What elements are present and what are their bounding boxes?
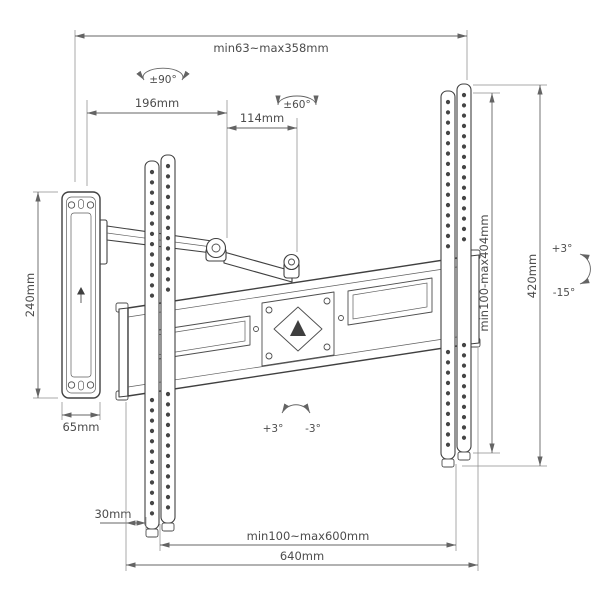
rail-foot	[441, 458, 455, 468]
level-angle-indicator: +3° -3°	[263, 403, 321, 435]
swing-arrow-icon	[281, 403, 311, 414]
beam-center-plate	[261, 291, 335, 367]
beam-slot-right	[347, 277, 433, 326]
rail-foot	[145, 528, 159, 538]
label-arm-lower: 114mm	[240, 111, 284, 125]
arm-elbow-pivot	[205, 237, 227, 259]
label-swing-plus: +3°	[263, 423, 284, 435]
tilt-arrow-icon	[579, 253, 591, 285]
arm-forearm-segment	[223, 251, 293, 283]
dimension-arm-lower: 114mm	[227, 111, 298, 252]
label-top-depth: min63~max358mm	[213, 41, 328, 55]
swivel-angle-left-indicator: ±90°	[136, 67, 190, 86]
arm-head-pivot	[283, 253, 300, 271]
dimension-overall-width: 640mm	[125, 348, 479, 571]
vesa-rail-left-back	[160, 154, 176, 532]
dimension-overall-height: 420mm	[462, 84, 547, 467]
label-rail-offset: 30mm	[94, 507, 131, 521]
label-vesa-height: min100-max404mm	[477, 214, 491, 331]
label-overall-height: 420mm	[525, 254, 539, 298]
label-tilt-up: +3°	[552, 243, 573, 255]
dimension-vesa-width: min100~max600mm	[159, 464, 457, 551]
arrow-up-icon	[290, 320, 306, 336]
center-diamond	[273, 306, 323, 352]
vesa-rail-left-front	[144, 160, 160, 538]
swivel-angle-right-indicator: ±60°	[275, 95, 319, 111]
orientation-arrow-icon	[77, 287, 85, 303]
dimension-arm-upper: 196mm	[86, 96, 228, 238]
label-vesa-width: min100~max600mm	[247, 529, 370, 543]
label-tilt-down: -15°	[553, 287, 575, 299]
wall-plate	[61, 191, 101, 399]
dimension-top-depth: min63~max358mm	[74, 30, 468, 182]
mounting-hole	[67, 381, 76, 389]
articulating-arm	[97, 219, 300, 283]
label-arm-upper: 196mm	[135, 96, 179, 110]
label-plate-height: 240mm	[23, 273, 37, 317]
dimension-plate-width: 65mm	[61, 402, 101, 434]
rail-foot	[161, 522, 175, 532]
label-overall-width: 640mm	[280, 549, 324, 563]
rotation-arrow-icon	[275, 95, 319, 106]
dimension-vesa-height: min100-max404mm	[473, 92, 500, 454]
tilt-angle-indicator: +3° -15°	[552, 243, 591, 299]
beam-left-cap	[118, 307, 129, 398]
label-swing-minus: -3°	[305, 423, 321, 435]
label-swivel-left: ±90°	[149, 74, 176, 86]
mounting-hole	[86, 381, 95, 389]
tv-bracket-beam	[115, 249, 481, 401]
rail-foot	[457, 451, 471, 461]
dimension-plate-height: 240mm	[23, 191, 58, 399]
rotation-arrow-icon	[136, 67, 190, 81]
vesa-rail-right-back	[456, 83, 472, 461]
mounting-hole	[67, 201, 76, 209]
label-plate-width: 65mm	[62, 420, 99, 434]
label-swivel-right: ±60°	[283, 99, 310, 111]
mounting-hole	[86, 201, 95, 209]
dimension-rail-offset: 30mm	[94, 507, 147, 530]
vesa-rail-right-front	[440, 90, 456, 468]
